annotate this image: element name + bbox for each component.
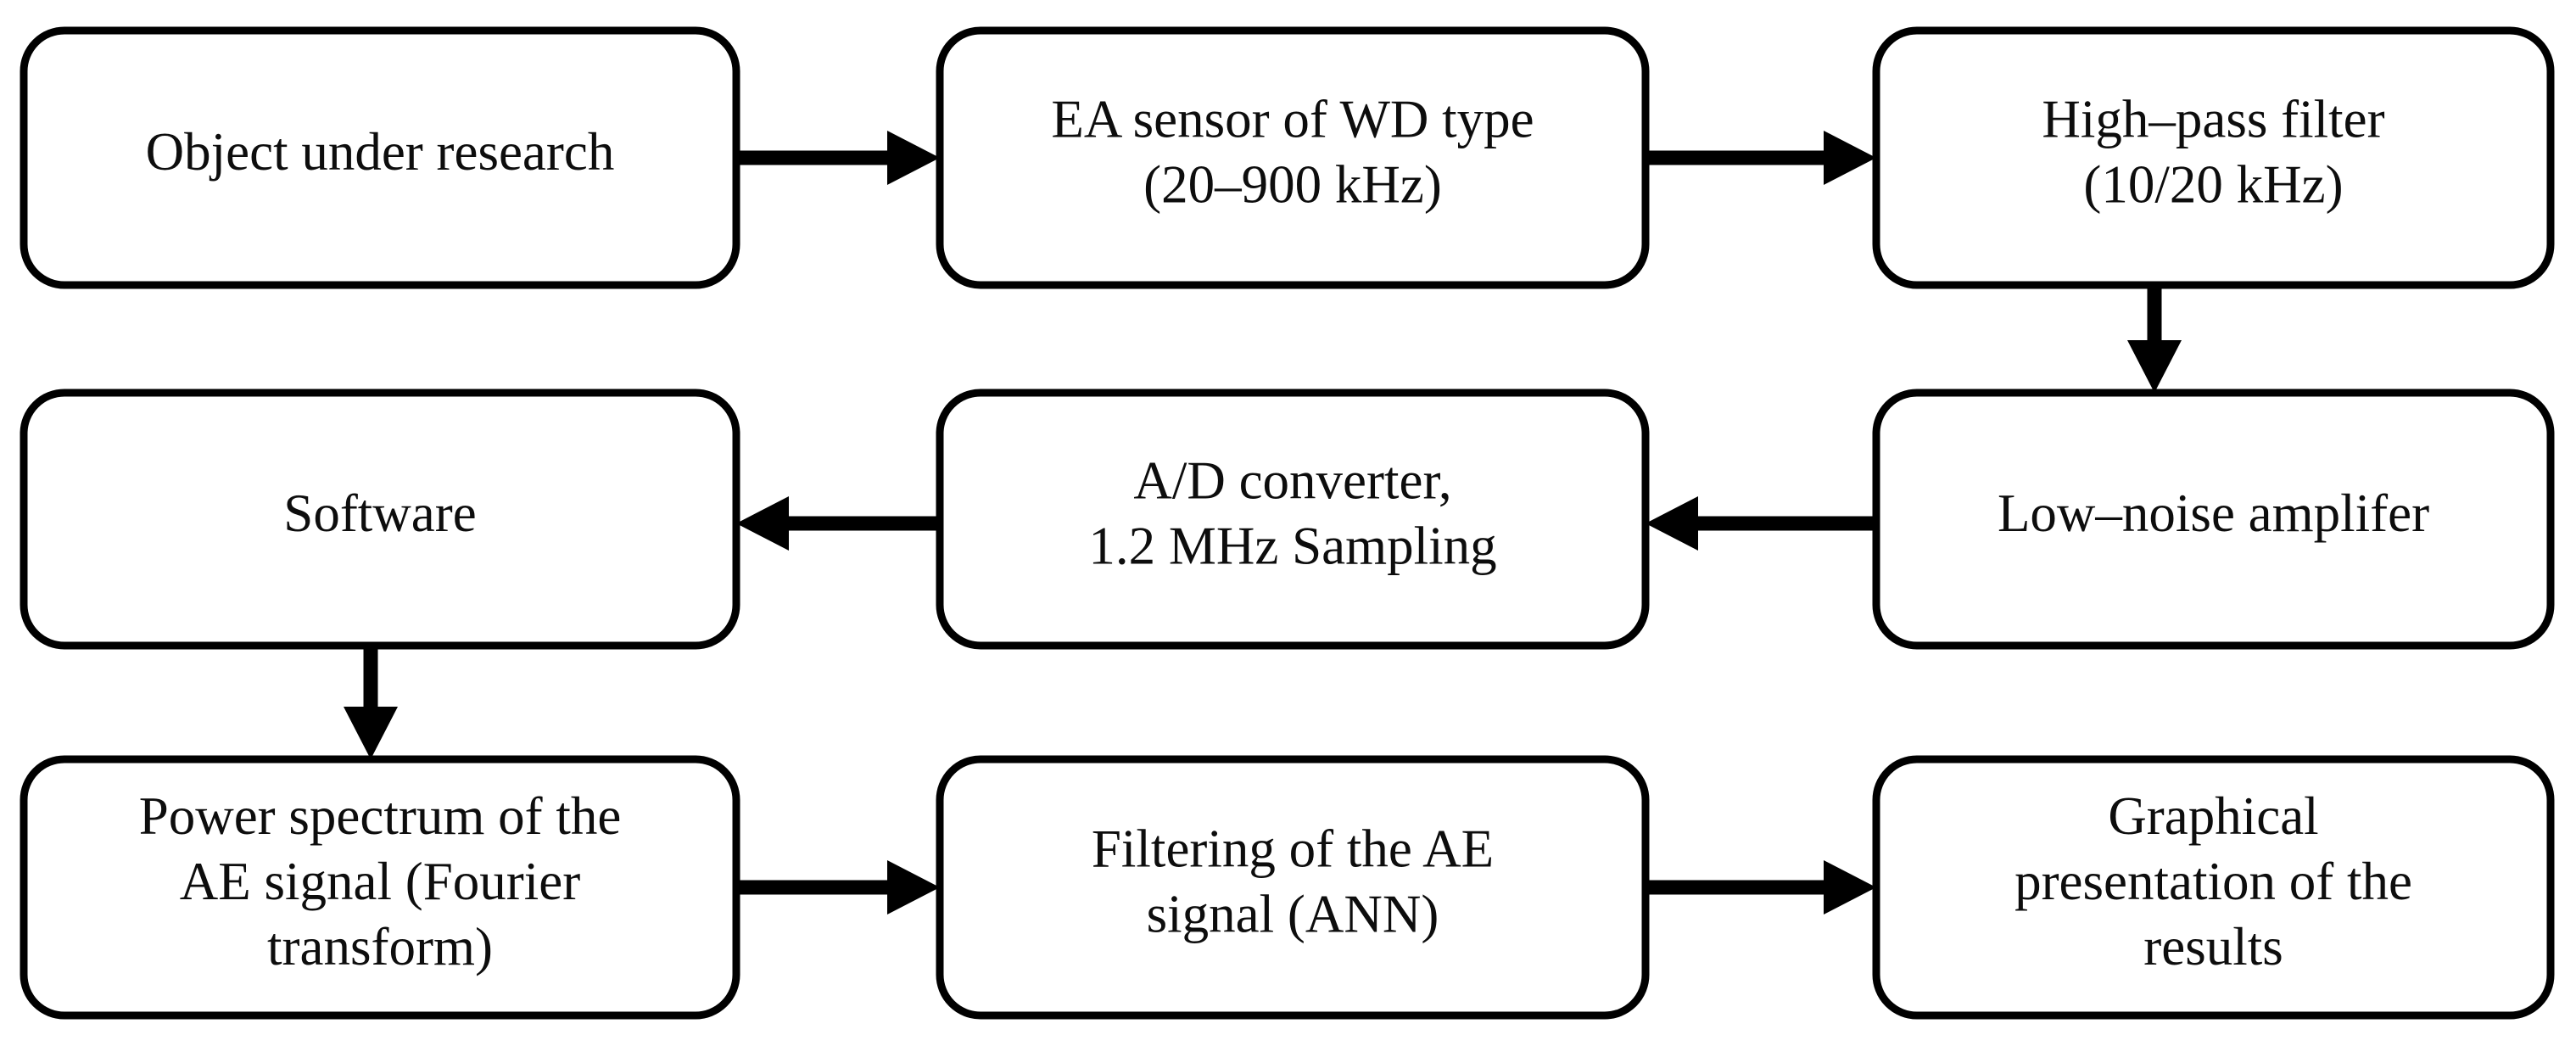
object-under-research-box-shape[interactable] [20, 26, 740, 289]
power-spectrum-box[interactable]: Power spectrum of the AE signal (Fourier t… [20, 755, 740, 1020]
ea-sensor-box-label-line: EA sensor of WD type [1051, 90, 1534, 149]
low-noise-amplifer-box-label-line: Low–noise amplifer [1998, 484, 2429, 543]
ea-sensor-box-label: EA sensor of WD type (20–900 kHz) [1051, 90, 1534, 215]
object-under-research-box[interactable]: Object under research [20, 26, 740, 289]
arrow-high-pass-filter-to-amplifer-head [2127, 340, 2182, 393]
arrow-ad-converter-to-software [736, 496, 940, 551]
ann-filtering-box-label-line: signal (ANN) [1147, 885, 1439, 944]
ea-sensor-box-shape[interactable] [936, 26, 1650, 289]
arrow-power-spectrum-to-ann-filtering [736, 860, 940, 915]
high-pass-filter-box-label-line: High–pass filter [2042, 90, 2384, 149]
object-under-research-box-label-line: Object under research [146, 122, 615, 182]
ann-filtering-box-label: Filtering of the AE signal (ANN) [1092, 819, 1494, 944]
arrow-sensor-to-high-pass-filter-head [1824, 131, 1876, 185]
power-spectrum-box-label: Power spectrum of the AE signal (Fourier t… [139, 786, 622, 976]
ad-converter-box-label-line: 1.2 MHz Sampling [1088, 517, 1496, 576]
graphical-presentation-box-label-line: presentation of the [2014, 852, 2412, 911]
graphical-presentation-box-label: Graphical presentation of the results [2014, 786, 2412, 976]
arrow-object-to-sensor [736, 131, 940, 185]
arrow-object-to-sensor-head [887, 131, 940, 185]
arrow-sensor-to-high-pass-filter [1646, 131, 1876, 185]
low-noise-amplifer-box-label: Low–noise amplifer [1998, 484, 2429, 543]
ad-converter-box-shape[interactable] [936, 389, 1650, 650]
ann-filtering-box[interactable]: Filtering of the AE signal (ANN) [936, 755, 1650, 1020]
arrow-amplifer-to-ad-converter [1646, 496, 1876, 551]
power-spectrum-box-shape[interactable] [20, 755, 740, 1020]
arrow-ann-filtering-to-graphical-presentation [1646, 860, 1876, 915]
ann-filtering-box-label-line: Filtering of the AE [1092, 819, 1494, 879]
software-box-label-line: Software [283, 484, 476, 543]
ad-converter-box-label: A/D converter, 1.2 MHz Sampling [1088, 451, 1496, 576]
graphical-presentation-box-shape[interactable] [1872, 755, 2555, 1020]
ea-sensor-box-label-line: (20–900 kHz) [1143, 155, 1442, 215]
arrow-high-pass-filter-to-amplifer [2127, 285, 2182, 393]
object-under-research-box-label: Object under research [146, 122, 615, 182]
software-box[interactable]: Software [20, 389, 740, 650]
software-box-shape[interactable] [20, 389, 740, 650]
arrow-power-spectrum-to-ann-filtering-head [887, 860, 940, 915]
high-pass-filter-box-label: High–pass filter (10/20 kHz) [2042, 90, 2384, 215]
ea-sensor-box[interactable]: EA sensor of WD type (20–900 kHz) [936, 26, 1650, 289]
arrow-software-to-power-spectrum-head [344, 707, 398, 759]
software-box-label: Software [283, 484, 476, 543]
low-noise-amplifer-box-shape[interactable] [1872, 389, 2555, 650]
edges-layer [344, 131, 2182, 915]
ad-converter-box[interactable]: A/D converter, 1.2 MHz Sampling [936, 389, 1650, 650]
high-pass-filter-box-label-line: (10/20 kHz) [2083, 155, 2343, 215]
arrow-ann-filtering-to-graphical-presentation-head [1824, 860, 1876, 915]
ann-filtering-box-shape[interactable] [936, 755, 1650, 1020]
power-spectrum-box-label-line: AE signal (Fourier [180, 852, 580, 911]
high-pass-filter-box-shape[interactable] [1872, 26, 2555, 289]
high-pass-filter-box[interactable]: High–pass filter (10/20 kHz) [1872, 26, 2555, 289]
ad-converter-box-label-line: A/D converter, [1133, 451, 1451, 511]
graphical-presentation-box[interactable]: Graphical presentation of the results [1872, 755, 2555, 1020]
low-noise-amplifer-box[interactable]: Low–noise amplifer [1872, 389, 2555, 650]
arrow-software-to-power-spectrum [344, 646, 398, 759]
nodes-layer: Object under research EA sensor of WD typ… [20, 26, 2555, 1020]
arrow-amplifer-to-ad-converter-head [1646, 496, 1698, 551]
graphical-presentation-box-label-line: results [2143, 917, 2283, 976]
arrow-ad-converter-to-software-head [736, 496, 789, 551]
power-spectrum-box-label-line: transform) [267, 917, 493, 976]
power-spectrum-box-label-line: Power spectrum of the [139, 786, 622, 846]
graphical-presentation-box-label-line: Graphical [2108, 786, 2318, 846]
